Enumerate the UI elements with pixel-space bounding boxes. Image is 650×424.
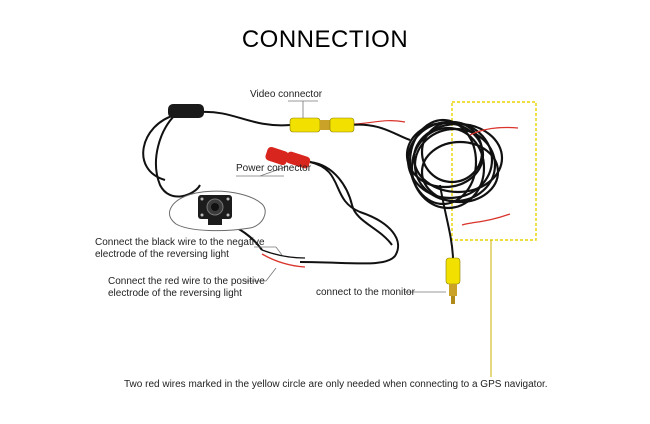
red-wire-to-coil [351, 120, 406, 125]
camera-callout [169, 190, 266, 232]
black-wire-label-line1: Connect the black wire to the negative [95, 237, 265, 248]
coiled-cable [405, 118, 504, 210]
red-wire-label-line1: Connect the red wire to the positive [108, 276, 265, 287]
gps-note: Two red wires marked in the yellow circl… [124, 379, 548, 390]
red-wire [261, 253, 306, 268]
black-wire [261, 249, 306, 259]
red-wire-label-line2: electrode of the reversing light [108, 288, 242, 299]
monitor-label: connect to the monitor [316, 287, 415, 298]
gps-red-wire-top [469, 126, 519, 136]
gps-red-wire-bottom [461, 213, 511, 226]
black-wire-label-line2: electrode of the reversing light [95, 249, 229, 260]
video-connector [289, 117, 355, 133]
power-connector-label: Power connector [236, 163, 312, 174]
cable-splitter [168, 104, 204, 118]
power-connector [265, 146, 311, 169]
video-connector-label: Video connector [250, 89, 323, 100]
page-title: CONNECTION [241, 26, 409, 53]
leader-lines [236, 100, 446, 293]
gps-highlight-box [451, 101, 537, 241]
monitor-rca-connector [445, 257, 461, 304]
